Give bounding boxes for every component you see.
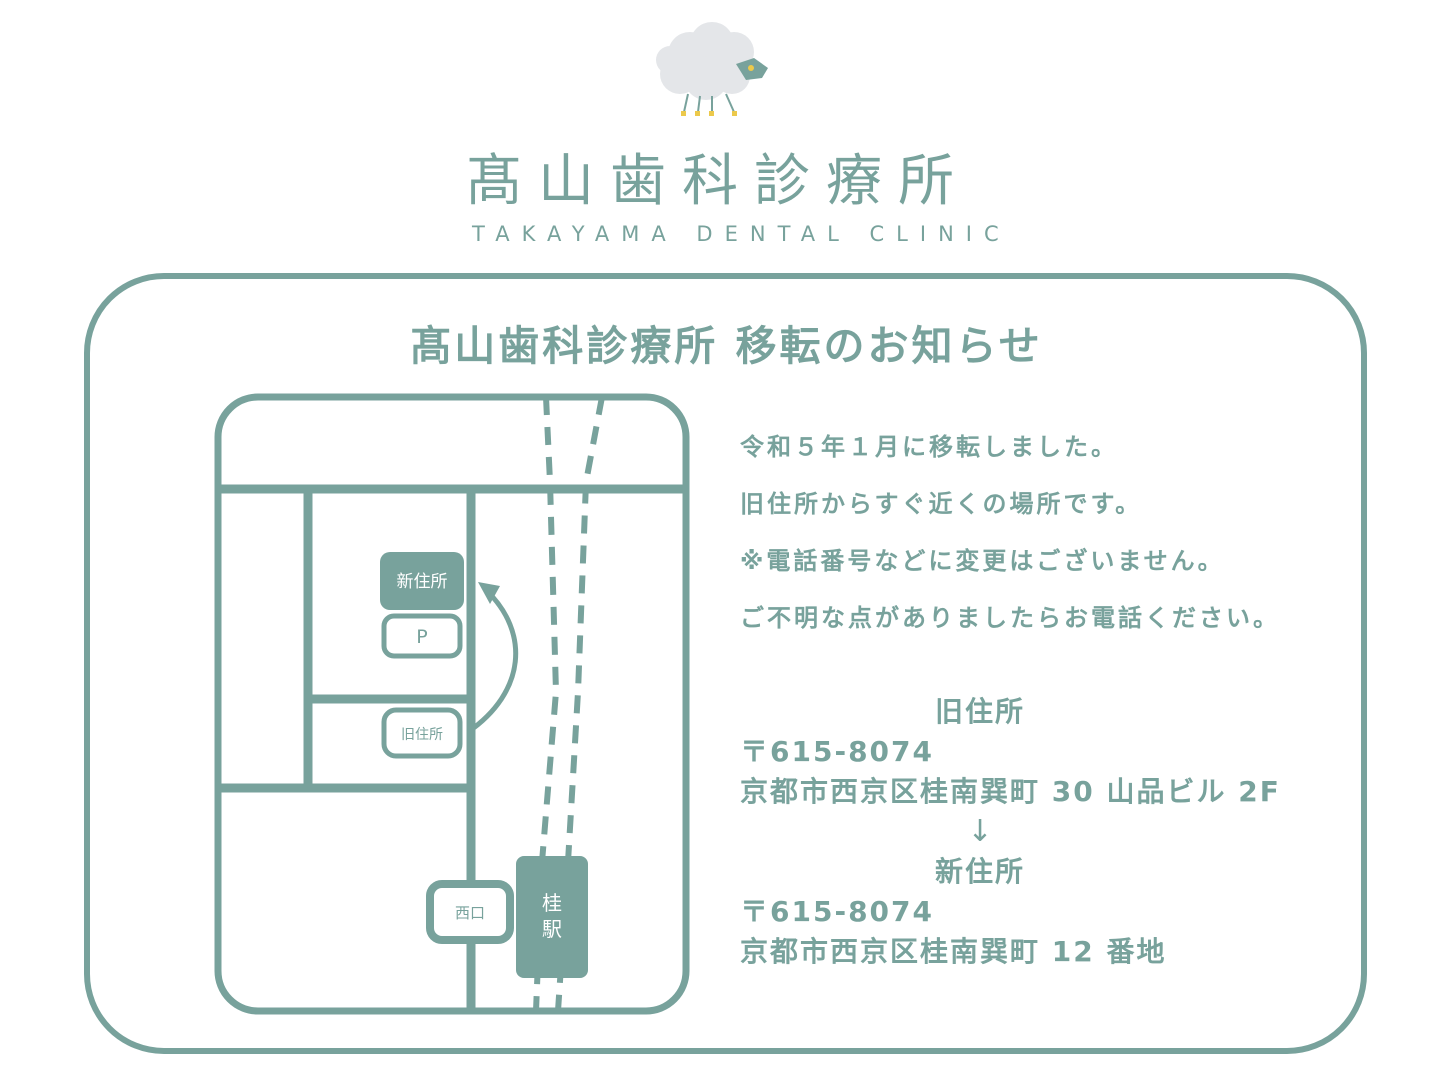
station-label-top: 桂: [542, 891, 562, 915]
parking-label: P: [416, 626, 427, 648]
parking-marker: [381, 613, 463, 659]
notice-line: ご不明な点がありましたらお電話ください。: [740, 604, 1280, 632]
station-building: [516, 856, 588, 978]
station-label-bottom: 駅: [542, 917, 562, 941]
old-address-street: 京都市西京区桂南巽町 30 山品ビル 2F: [740, 775, 1281, 808]
notice-line: 令和５年１月に移転しました。: [740, 433, 1118, 461]
new-address-postal: 〒615-8074: [740, 895, 934, 928]
address-block: 旧住所 〒615-8074 京都市西京区桂南巽町 30 山品ビル 2F ↓ 新住…: [740, 692, 1360, 972]
new-location-marker: [380, 552, 464, 610]
old-address-postal: 〒615-8074: [740, 735, 934, 768]
logo-japanese: 髙山歯科診療所: [466, 149, 970, 214]
old-address-heading: 旧住所: [934, 695, 1025, 728]
relocation-arrow: [466, 588, 519, 735]
sheep-icon: [656, 22, 768, 116]
new-location-label: 新住所: [397, 572, 448, 592]
map-frame: [214, 393, 690, 1015]
arrow-down-icon: ↓: [967, 814, 993, 849]
west-exit-marker: [426, 880, 514, 944]
new-address-street: 京都市西京区桂南巽町 12 番地: [740, 935, 1167, 968]
relocation-arrowhead: [478, 582, 500, 604]
old-location-label: 旧住所: [401, 727, 443, 743]
notice-line: ※電話番号などに変更はございません。: [740, 547, 1225, 575]
west-exit-label: 西口: [455, 904, 485, 922]
notice-title: 髙山歯科診療所 移転のお知らせ: [410, 322, 1043, 370]
notice-lines: 令和５年１月に移転しました。 旧住所からすぐ近くの場所です。 ※電話番号などに変…: [740, 428, 1360, 656]
notice-line: 旧住所からすぐ近くの場所です。: [740, 490, 1143, 518]
relocation-map: 新住所 P 旧住所 西口 桂 駅: [214, 393, 690, 1015]
new-address-heading: 新住所: [934, 855, 1025, 888]
old-location-marker: [381, 707, 463, 759]
logo-english: TAKAYAMA DENTAL CLINIC: [472, 222, 1011, 246]
notice-card: [84, 273, 1367, 1054]
